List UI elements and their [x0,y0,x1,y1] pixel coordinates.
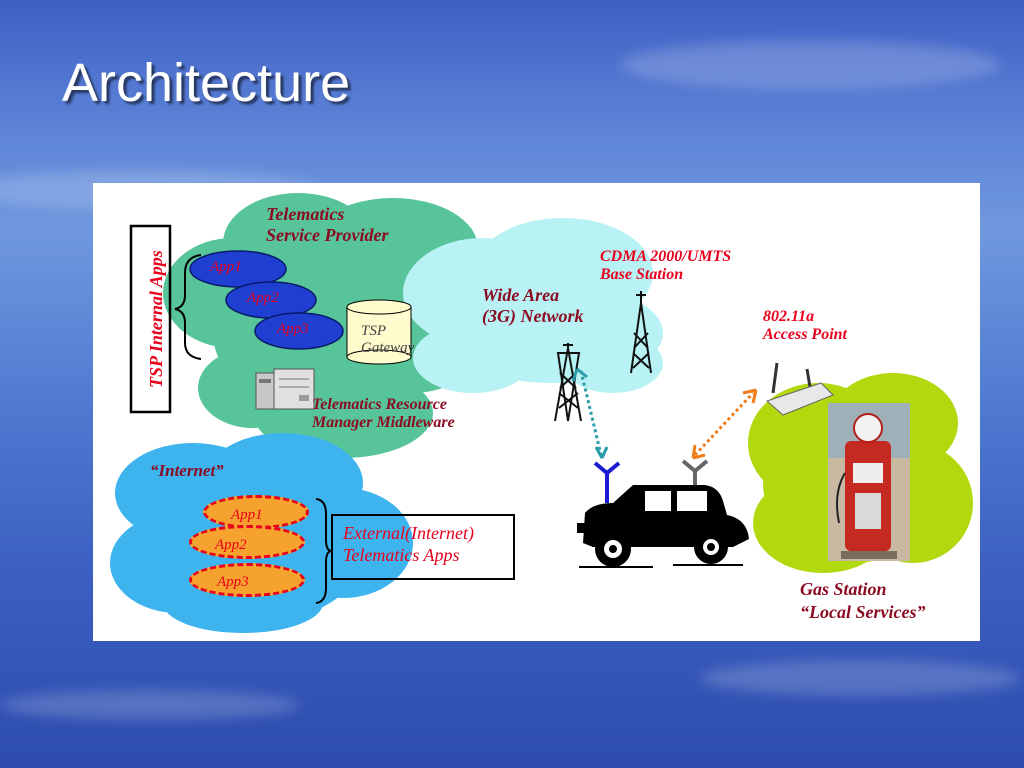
gas-pump-photo [828,403,910,561]
antenna-icon [593,461,621,503]
arrow-head [594,446,609,459]
car-icon [577,485,749,568]
external-app3-label: App3 [217,574,249,590]
internal-apps-brace [174,254,202,360]
gas-station-line1: Gas Station [800,579,887,599]
tsp-internal-apps-box [129,224,172,414]
base-station-line2: Base Station [600,266,684,284]
external-apps-box [331,514,515,580]
internal-app1-label: App1 [210,259,242,275]
internal-app3 [254,312,344,350]
access-point-line2: Access Point [763,326,847,344]
database-cylinder-icon [346,299,412,365]
middleware-label: Telematics Resource Manager Middleware [312,396,455,433]
middleware-line2: Manager Middleware [312,414,455,432]
external-app2 [189,525,305,559]
architecture-diagram: TSP Internal Apps [93,183,980,641]
tsp-cloud-label: Telematics Service Provider [266,204,388,245]
wan-line2: (3G) Network [482,305,584,326]
wlan-link-arrow [693,391,755,457]
slide-title: Architecture [62,53,351,113]
external-apps-label: External(Internet) Telematics Apps [343,523,474,566]
external-app2-label: App2 [215,537,247,553]
gateway-line1: TSP [361,323,387,339]
gateway-label: TSP Gateway [361,323,414,358]
server-icon [255,368,315,410]
tsp-label-line1: Telematics [266,204,345,224]
wan-link-arrow [579,370,603,456]
external-app3 [189,563,305,597]
tsp-internal-apps-label: TSP Internal Apps [146,250,166,388]
external-box-line1: External(Internet) [343,523,474,543]
internal-app2-label: App2 [247,290,279,306]
middleware-line1: Telematics Resource [312,396,447,413]
gas-station-label: Gas Station “Local Services” [800,578,925,623]
access-point-line1: 802.11a [763,308,815,325]
external-box-line2: Telematics Apps [343,544,460,565]
internal-app3-label: App3 [277,321,309,337]
wireless-router-icon [766,362,834,416]
arrow-head [571,367,588,382]
external-apps-brace [315,498,332,604]
internet-label: “Internet” [150,461,224,480]
bg-streak [0,690,300,720]
gateway-line2: Gateway [361,340,415,357]
gas-station-line2: “Local Services” [800,601,926,622]
wan-cloud [403,218,663,393]
tsp-label-line2: Service Provider [266,224,389,245]
access-point-label: 802.11a Access Point [763,308,847,345]
base-station-line1: CDMA 2000/UMTS [600,248,732,265]
arrow-head [691,444,706,460]
arrow-head [742,388,758,404]
external-app1-label: App1 [231,507,263,523]
wan-line1: Wide Area [482,285,560,305]
wan-label: Wide Area (3G) Network [482,285,584,326]
diagram-canvas: TSP Internal Apps [110,193,973,633]
base-station-label: CDMA 2000/UMTS Base Station [600,248,731,285]
bg-streak [620,40,1000,90]
tower-icon [630,291,652,374]
bg-streak [700,660,1020,696]
